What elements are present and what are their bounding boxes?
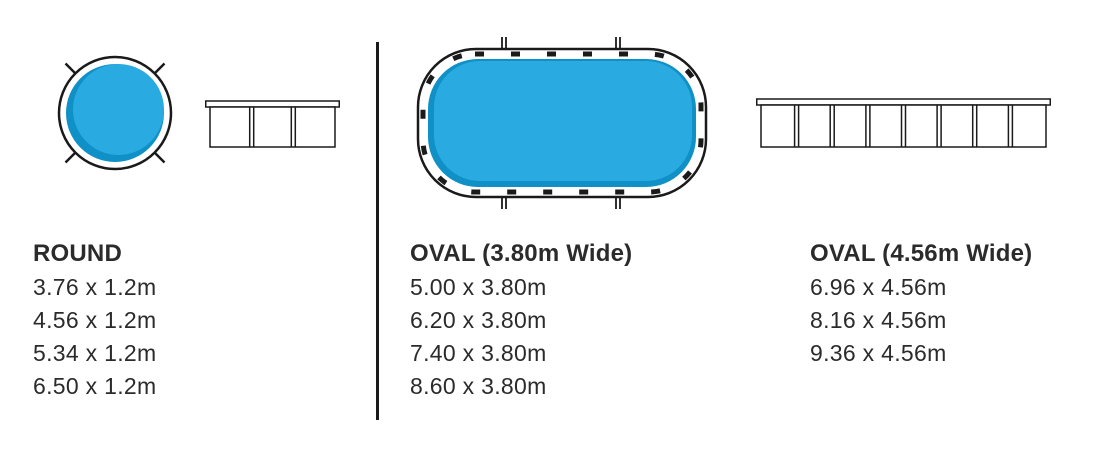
size-option: 6.50 x 1.2m	[33, 373, 157, 399]
size-option: 5.00 x 3.80m	[410, 274, 547, 300]
side-view-top-rail	[205, 100, 340, 108]
oval-pool-side-view-icon	[756, 98, 1051, 148]
size-option: 9.36 x 4.56m	[810, 340, 947, 366]
oval-456-size-list: OVAL (4.56m Wide) 6.96 x 4.56m 8.16 x 4.…	[810, 237, 1032, 370]
size-option: 7.40 x 3.80m	[410, 340, 547, 366]
size-option: 8.16 x 4.56m	[810, 307, 947, 333]
size-option: 6.20 x 3.80m	[410, 307, 547, 333]
side-view-top-rail	[756, 98, 1051, 106]
side-view-panel-joints	[248, 107, 297, 147]
oval-456-title: OVAL (4.56m Wide)	[810, 240, 1033, 267]
round-pool-water	[73, 64, 164, 155]
size-option: 4.56 x 1.2m	[33, 307, 157, 333]
size-option: 6.96 x 4.56m	[810, 274, 947, 300]
oval-pool-top-view-icon	[416, 37, 708, 209]
section-divider	[376, 42, 379, 420]
side-view-wall	[760, 104, 1047, 148]
round-title: ROUND	[33, 240, 122, 267]
size-option: 8.60 x 3.80m	[410, 373, 547, 399]
oval-pool-water	[434, 61, 692, 181]
round-size-list: ROUND 3.76 x 1.2m 4.56 x 1.2m 5.34 x 1.2…	[33, 237, 156, 403]
size-option: 5.34 x 1.2m	[33, 340, 157, 366]
round-pool-side-view-icon	[205, 100, 340, 148]
side-view-panel-joints	[793, 105, 1014, 147]
round-pool-top-view-icon	[57, 55, 173, 171]
side-view-wall	[209, 106, 336, 148]
oval-380-size-list: OVAL (3.80m Wide) 5.00 x 3.80m 6.20 x 3.…	[410, 237, 632, 403]
size-option: 3.76 x 1.2m	[33, 274, 157, 300]
oval-380-title: OVAL (3.80m Wide)	[410, 240, 633, 267]
